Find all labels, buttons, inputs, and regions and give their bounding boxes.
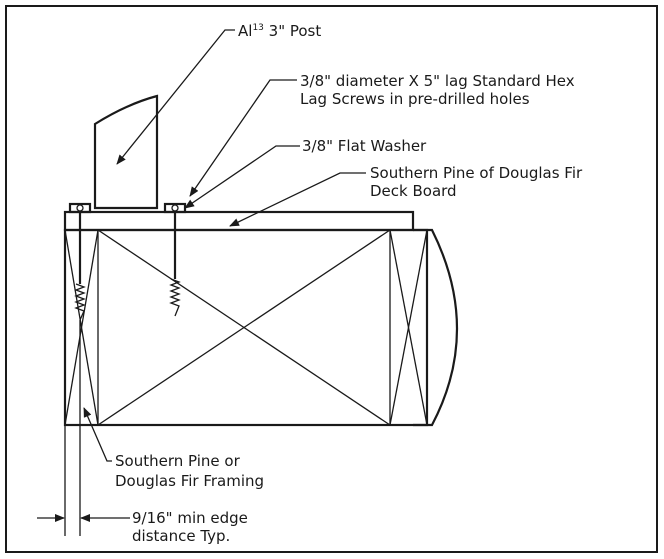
lag-screw-label: 3/8" diameter X 5" lag Standard Hex Lag … (300, 72, 579, 108)
deck-board-leader (229, 172, 366, 227)
framing-leader (83, 407, 112, 462)
edge-distance-label: 9/16" min edge distance Typ. (132, 509, 253, 545)
aluminum-post (93, 94, 159, 210)
flat-washer-left (68, 202, 92, 214)
flat-washer-right (163, 202, 187, 214)
framing-joist (63, 228, 429, 427)
post-leader (116, 29, 235, 165)
post-label: Al13 3" Post (238, 22, 321, 40)
lag-screw-left (74, 212, 86, 321)
washer-leader (184, 145, 300, 209)
framing-label: Southern Pine or Douglas Fir Framing (115, 452, 264, 490)
washer-label: 3/8" Flat Washer (302, 137, 427, 155)
lag-screw-right (169, 212, 181, 317)
break-line (413, 228, 458, 427)
deck-board-label: Southern Pine of Douglas Fir Deck Board (370, 164, 587, 200)
lag-screw-leader (189, 79, 297, 197)
drawing-border (5, 5, 658, 553)
